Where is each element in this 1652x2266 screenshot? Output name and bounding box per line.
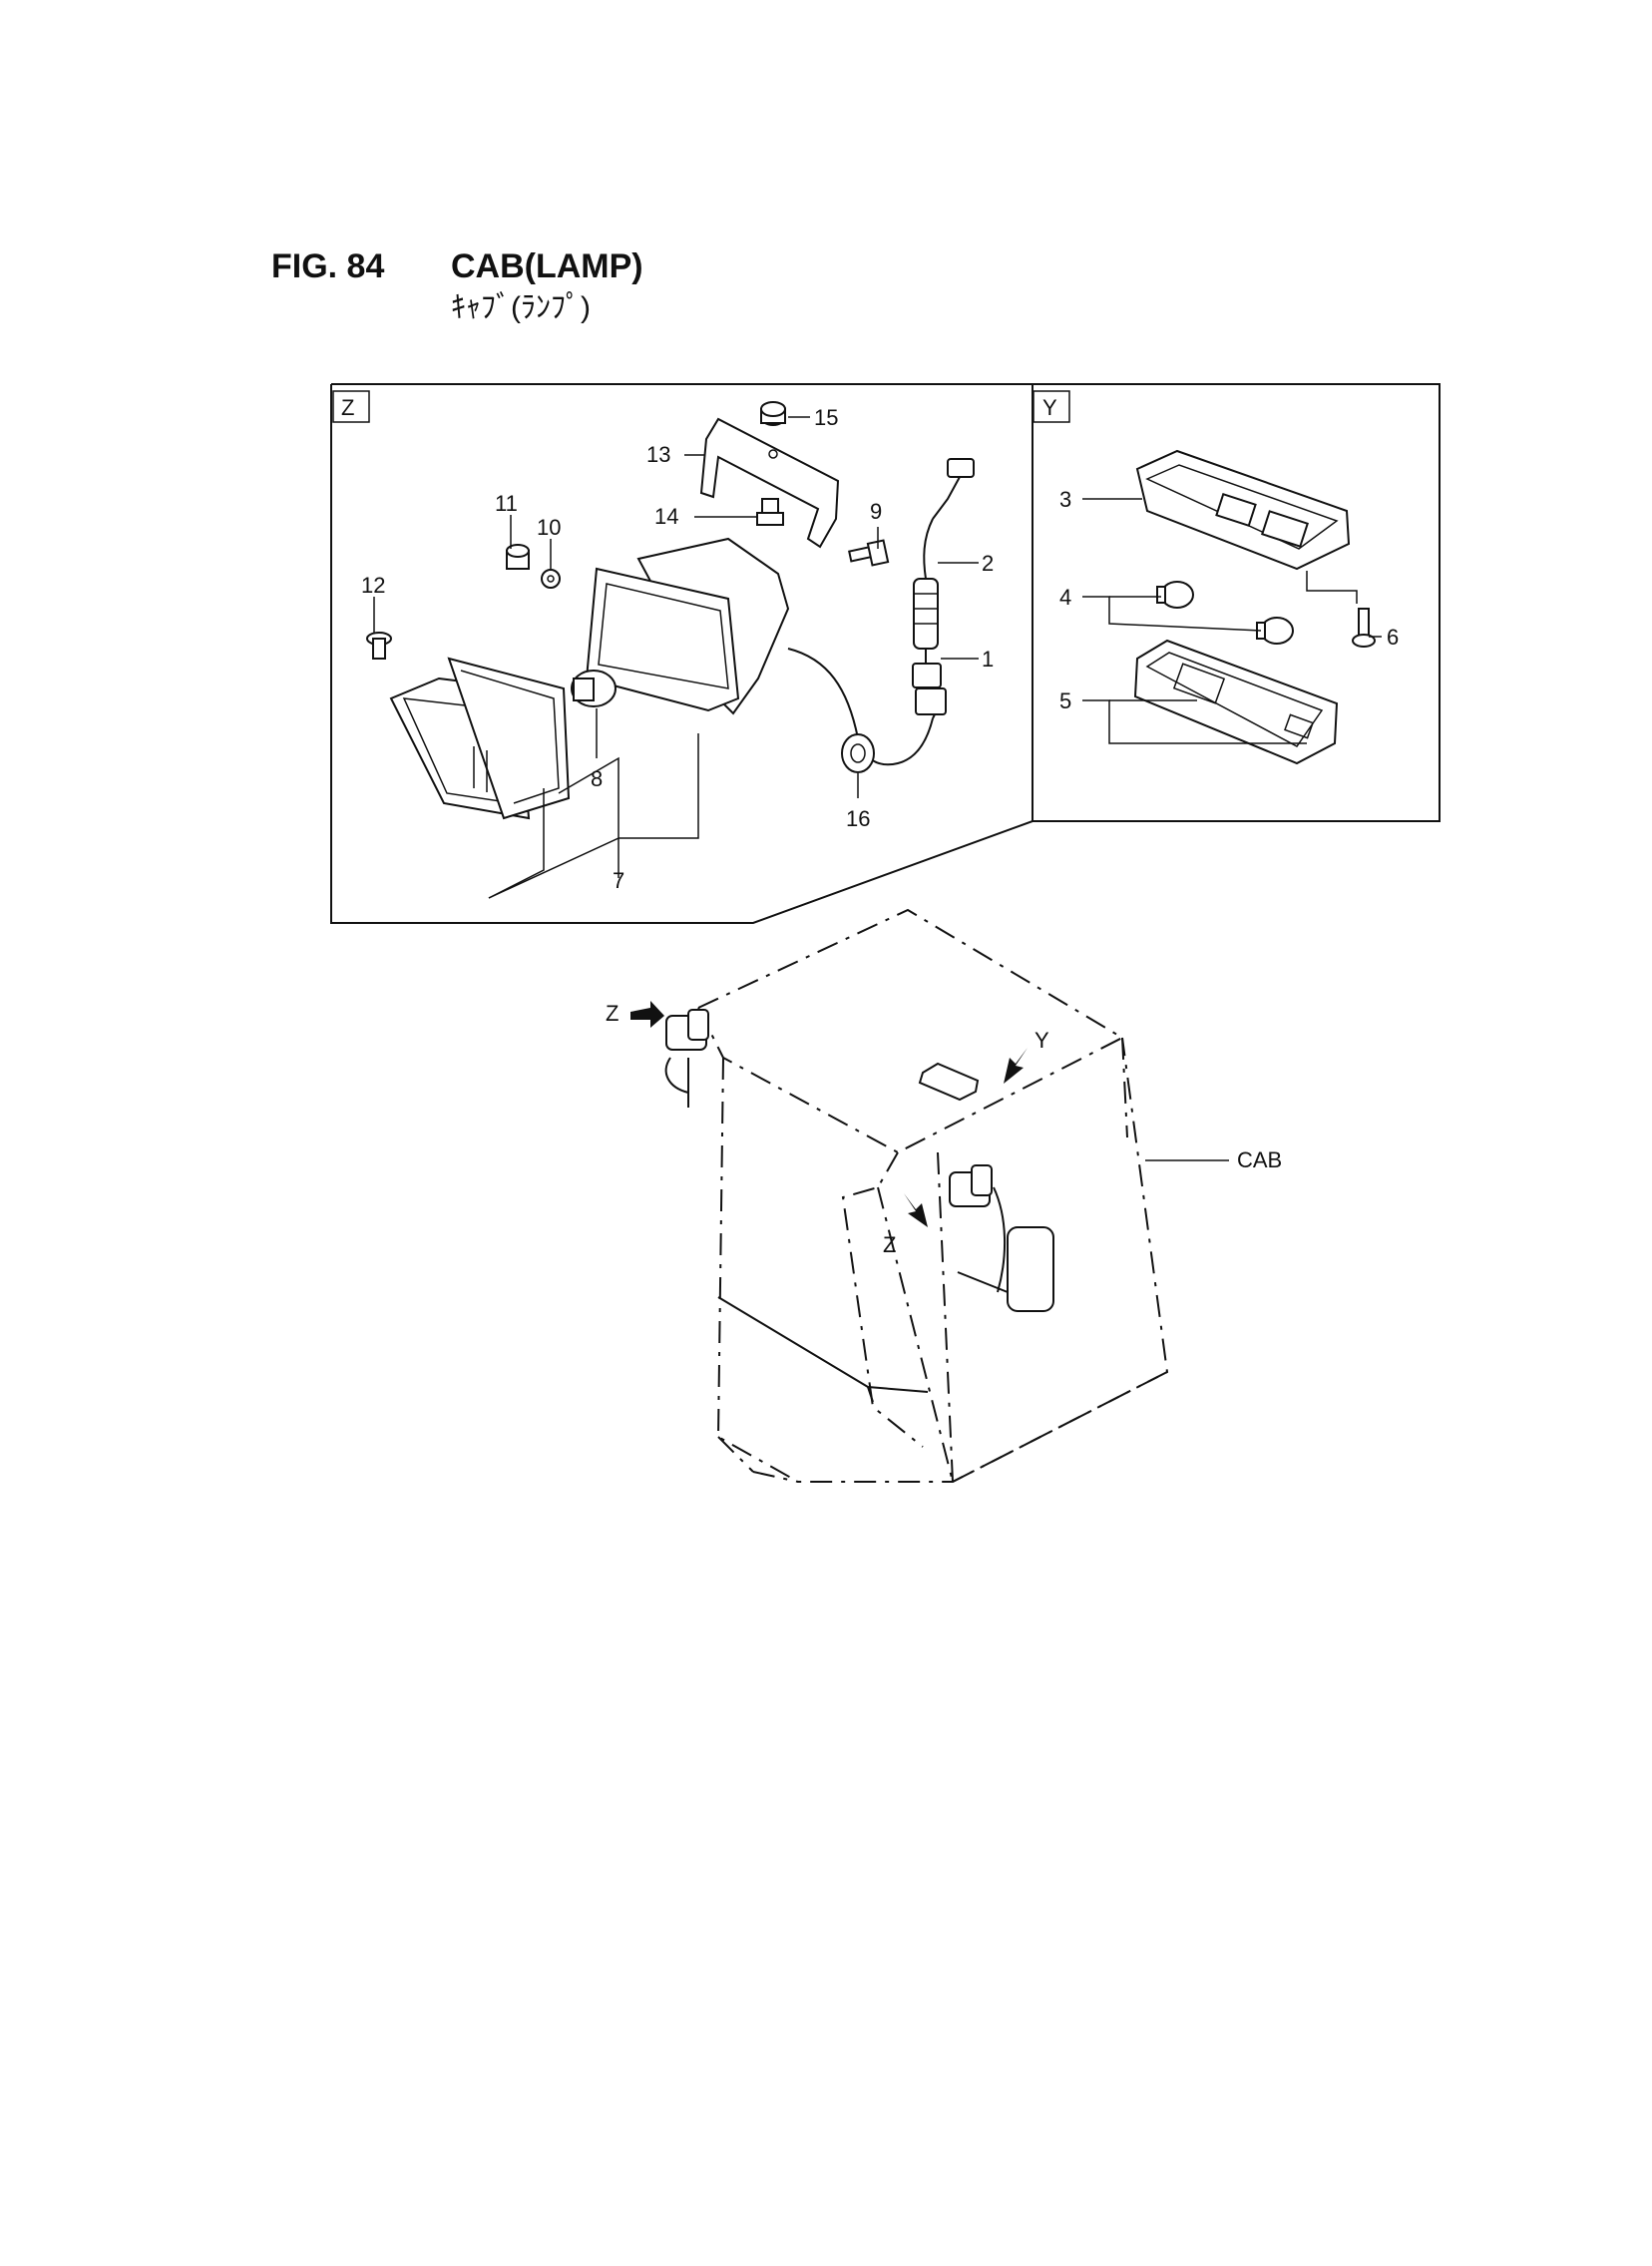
- cab-z-marker-right: Z: [883, 1232, 896, 1257]
- callout-14: 14: [654, 504, 678, 529]
- screw-12: [366, 632, 392, 660]
- dome-lamp-base: [1135, 449, 1351, 571]
- view-y-letter: Y: [1042, 395, 1057, 420]
- arrow-z-right-icon: [904, 1193, 928, 1227]
- figure-title: CAB(LAMP): [451, 247, 643, 285]
- callout-4: 4: [1059, 585, 1071, 610]
- cab-z-marker-left: Z: [606, 1001, 619, 1026]
- view-y-box: Y: [1032, 390, 1070, 423]
- cab-label: CAB: [1237, 1147, 1282, 1172]
- lamp-lens-rim: [389, 657, 571, 820]
- callout-10: 10: [537, 515, 561, 540]
- figure-subtitle-japanese: ｷｬﾌﾞ(ﾗﾝﾌﾟ): [451, 291, 591, 324]
- arrow-z-left-icon: [630, 1001, 664, 1028]
- dome-lamp-lens: [1133, 639, 1339, 765]
- callout-3: 3: [1059, 487, 1071, 512]
- nut-11: [506, 544, 530, 570]
- callout-8: 8: [591, 766, 603, 791]
- work-lamp-assembly: [366, 401, 975, 820]
- view-z-letter: Z: [341, 395, 354, 420]
- leader-lines-z: [373, 416, 979, 899]
- callout-11: 11: [495, 491, 518, 516]
- cab-work-lamp-left: [664, 1009, 709, 1108]
- bulb-4: [1156, 581, 1294, 645]
- callout-9: 9: [870, 499, 882, 524]
- bolt-14: [756, 498, 784, 526]
- cab-work-lamp-right: [949, 1164, 1054, 1312]
- dome-lamp-assembly: [1133, 449, 1376, 765]
- callout-5: 5: [1059, 688, 1071, 713]
- screw-6: [1352, 608, 1376, 648]
- arrow-y-icon: [1004, 1048, 1028, 1084]
- lamp-bracket: [699, 417, 840, 549]
- bulb-8: [571, 670, 617, 707]
- callout-16: 16: [846, 806, 870, 831]
- nut-15: [760, 401, 786, 426]
- grommet-16: [841, 733, 875, 773]
- callout-7: 7: [613, 868, 624, 893]
- cab-dome-lamp: [918, 1062, 980, 1102]
- figure-number: FIG. 84: [271, 247, 384, 285]
- callout-2: 2: [982, 551, 994, 576]
- washer-10: [541, 569, 561, 589]
- callout-12: 12: [361, 573, 385, 598]
- lamp-housing: [585, 537, 790, 715]
- harness-cable-2: [913, 458, 975, 664]
- callout-1: 1: [982, 647, 994, 672]
- leader-lines-y: [1082, 498, 1382, 744]
- cab-outline: [697, 908, 1169, 1483]
- detail-frame: [330, 383, 1441, 924]
- callout-13: 13: [646, 442, 670, 467]
- view-z-box: Z: [332, 390, 370, 423]
- cab-y-marker: Y: [1034, 1028, 1049, 1053]
- bolt-9: [848, 539, 890, 567]
- connector-1: [912, 663, 942, 688]
- callout-15: 15: [814, 405, 838, 430]
- callout-6: 6: [1387, 625, 1399, 650]
